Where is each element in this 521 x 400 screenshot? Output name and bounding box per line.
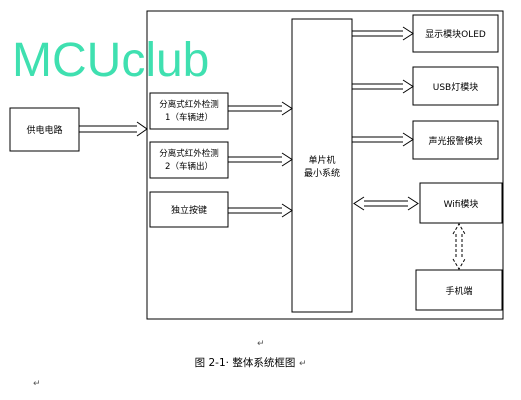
ir-detector-2-label-1: 分离式红外检测 <box>159 148 219 159</box>
mcu-block <box>291 18 353 313</box>
ir2-to-mcu-arrow <box>228 152 293 167</box>
wifi-block <box>419 182 503 224</box>
ir-detector-2-label-2: 2（车辆出） <box>165 161 213 172</box>
ir-detector-2-block <box>149 141 229 179</box>
oled-label: 显示模块OLED <box>425 28 486 40</box>
ir-detector-1-block <box>149 92 229 130</box>
button-block <box>149 191 229 228</box>
mcu-label-1: 单片机 <box>308 154 335 166</box>
mcu-to-alarm-arrow <box>352 132 414 147</box>
ir-detector-1-label-1: 分离式红外检测 <box>159 99 219 110</box>
watermark-text: MCUclub <box>12 34 209 87</box>
button-to-mcu-arrow <box>228 203 293 218</box>
oled-block <box>412 14 499 53</box>
caption-paragraph-mark: ↵ <box>299 359 307 369</box>
button-label: 独立按键 <box>171 204 207 216</box>
phone-block <box>415 269 503 311</box>
alarm-block <box>412 120 499 160</box>
power-label: 供电电路 <box>26 124 62 136</box>
paragraph-mark-1: ↵ <box>257 339 265 349</box>
wifi-phone-wireless-arrow <box>452 223 466 270</box>
mcu-to-usb-arrow <box>352 79 414 94</box>
mcu-wifi-bidirectional-arrow <box>353 196 419 211</box>
ir1-to-mcu-arrow <box>228 101 293 116</box>
ir-detector-1-label-2: 1（车辆进） <box>165 112 213 123</box>
usb-lamp-label: USB灯模块 <box>433 81 478 93</box>
wifi-label: Wifi模块 <box>444 198 479 210</box>
mcu-to-oled-arrow <box>352 26 414 41</box>
phone-label: 手机端 <box>445 285 472 297</box>
power-block <box>9 107 80 152</box>
power-arrow <box>79 121 148 137</box>
paragraph-mark-2: ↵ <box>33 379 41 389</box>
figure-caption: 图 2-1· 整体系统框图 <box>195 356 296 369</box>
mcu-label-2: 最小系统 <box>304 167 340 179</box>
alarm-label: 声光报警模块 <box>428 135 482 147</box>
